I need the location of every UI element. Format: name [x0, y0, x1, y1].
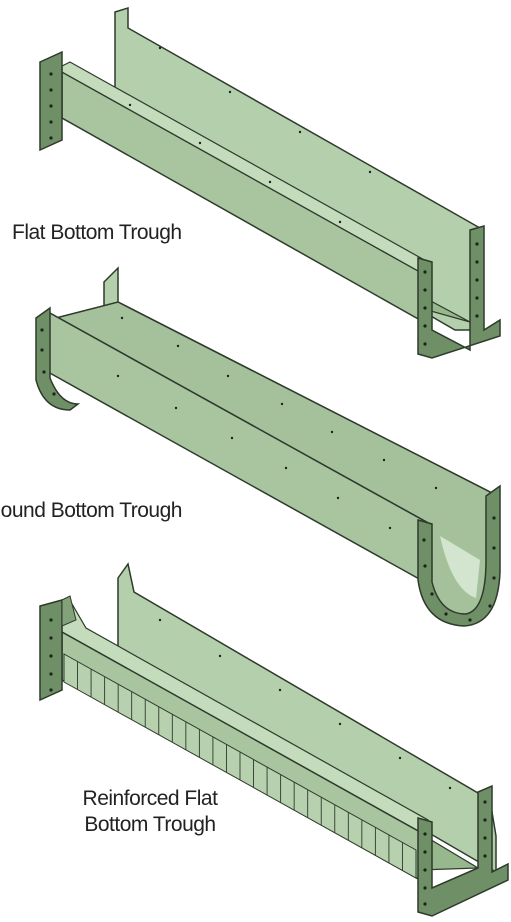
flat-bolts	[49, 46, 479, 346]
round-left-flange	[35, 306, 81, 411]
flat-right-flange	[417, 225, 501, 359]
reinforced-flat-bottom-trough-label: Reinforced Flat Bottom Trough	[60, 786, 240, 838]
round-bolts	[40, 316, 496, 622]
reinforced-bolts	[49, 618, 487, 906]
round-right-flange	[417, 484, 501, 627]
round-curve-highlight	[440, 536, 480, 598]
flat-bottom-trough	[39, 6, 501, 359]
flat-bottom-trough-label: Flat Bottom Trough	[12, 221, 182, 244]
round-bottom-trough-label: Round Bottom Trough	[0, 499, 182, 522]
reinforced-label-line1: Reinforced Flat	[82, 787, 218, 810]
reinforced-left-flange	[39, 599, 63, 702]
reinforcement-ribs	[77, 661, 403, 871]
flat-left-flange	[39, 50, 63, 152]
reinforced-flat-bottom-trough	[39, 562, 509, 917]
round-bottom-trough	[35, 266, 501, 627]
reinforced-left-top-plate	[61, 595, 77, 627]
reinforced-label-line2: Bottom Trough	[84, 813, 216, 836]
